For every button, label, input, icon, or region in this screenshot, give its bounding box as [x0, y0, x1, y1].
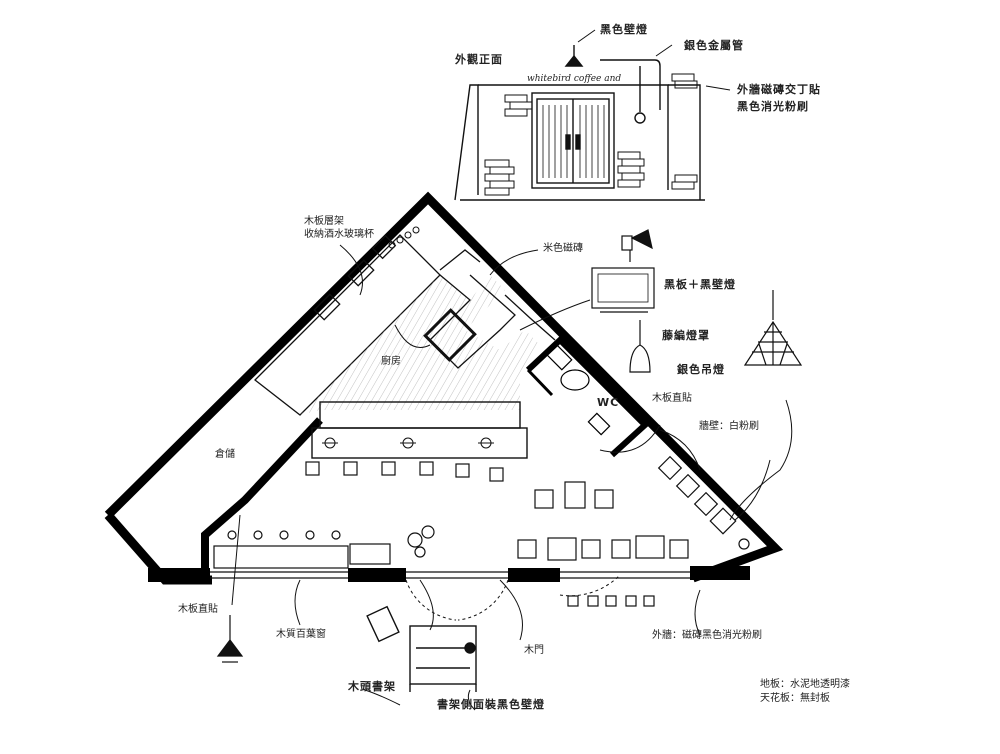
brick-label-1: 外牆磁磚交丁貼	[737, 83, 821, 96]
bar-lamp-icons	[322, 437, 494, 449]
door-label: 木門	[524, 645, 544, 656]
board-lamp-label: 黑板＋黑壁燈	[664, 278, 736, 291]
floor-plan	[104, 191, 803, 711]
door-swing	[405, 574, 621, 621]
wood-panel-right-label: 木板直貼	[652, 393, 692, 404]
bookshelf	[366, 605, 477, 692]
front-elevation	[454, 29, 731, 201]
chalkboard-icon	[591, 267, 655, 313]
brick-label-2: 黑色消光粉刷	[737, 100, 809, 113]
column-block	[423, 308, 477, 362]
leader-lines	[231, 244, 793, 711]
elevation-door-frame	[531, 92, 615, 189]
storefront-sign: whitebird coffee and	[527, 74, 622, 84]
bar-stools	[305, 461, 504, 482]
window-bench	[213, 525, 435, 569]
kitchen-label: 廚房	[381, 356, 401, 367]
lamp-label: 黑色壁燈	[600, 23, 648, 36]
exterior-wall-segment	[508, 568, 560, 582]
outdoor-seats	[567, 595, 655, 607]
wood-panel-left-label: 木板直貼	[178, 604, 218, 615]
wall-seating	[657, 455, 750, 550]
wc-room	[525, 335, 650, 458]
ceiling-note: 天花板：無封板	[760, 693, 830, 704]
elevation-right-wall	[668, 84, 701, 200]
wc-label: WC	[597, 396, 620, 409]
rattan-lamp-icon	[743, 290, 803, 366]
elevation-title: 外觀正面	[455, 53, 503, 66]
exterior-wall-segment	[690, 566, 750, 580]
floor-note: 地板：水泥地透明漆	[760, 679, 850, 690]
exterior-wall-segment	[148, 568, 210, 582]
pendant-lamp-icon	[629, 320, 651, 373]
bookshelf-label: 木頭書架	[348, 680, 396, 693]
pipe-label: 銀色金屬管	[684, 39, 744, 52]
wall-paint-label: 牆壁：白粉刷	[699, 421, 759, 432]
rattan-label: 藤編燈罩	[662, 329, 710, 342]
wall-lamp-icon	[621, 229, 653, 262]
pipe-lamp-icon	[600, 59, 661, 124]
wall-lamp-icon	[564, 45, 584, 67]
exterior-wall-outer	[104, 191, 784, 583]
exterior-wall-segment	[348, 568, 406, 582]
storage-label: 倉儲	[215, 449, 235, 460]
shelf-label-2: 收納酒水玻璃杯	[304, 229, 374, 240]
elevation-left-wall	[454, 84, 479, 201]
shelf-label-1: 木板層架	[304, 216, 344, 227]
tile-label: 米色磁磚	[543, 243, 583, 254]
pendant-label: 銀色吊燈	[677, 363, 725, 376]
exterior-wall-label: 外牆：磁磚黑色消光粉刷	[652, 630, 762, 641]
brick-pattern-right	[617, 73, 698, 190]
brick-pattern-left	[484, 94, 533, 196]
bar-counter	[311, 401, 528, 459]
blinds-label: 木質百葉窗	[276, 629, 326, 640]
kitchen-floor	[300, 275, 540, 415]
glass-shelf-items	[388, 226, 420, 249]
bookshelf-lamp-label: 書架側面裝黑色壁燈	[437, 698, 545, 711]
outdoor-lamp-icon	[216, 615, 244, 663]
center-tables	[517, 481, 689, 561]
